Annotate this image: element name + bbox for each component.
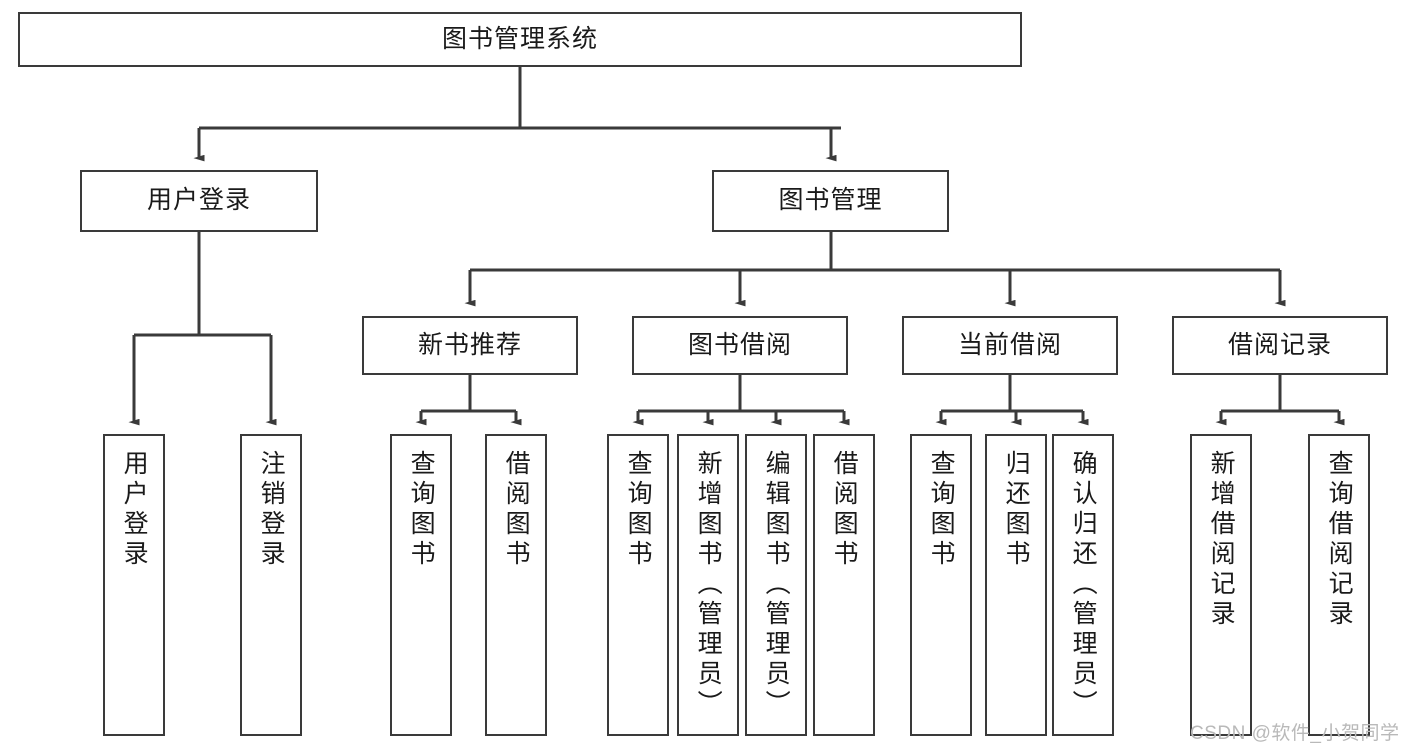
node-book-manage[interactable]: 图书管理 <box>712 170 949 232</box>
connector-lines <box>128 67 1345 426</box>
node-book-borrow-label: 图书借阅 <box>687 330 792 359</box>
node-user-login[interactable]: 用户登录 <box>80 170 318 232</box>
node-leaf-confirm-return-label: 确认归还（管理员） <box>1069 450 1098 720</box>
node-leaf-edit-book[interactable]: 编辑图书（管理员） <box>745 434 807 736</box>
node-leaf-borrow-book-2-label: 借阅图书 <box>830 450 859 570</box>
node-root[interactable]: 图书管理系统 <box>18 12 1022 67</box>
node-leaf-edit-book-label: 编辑图书（管理员） <box>762 450 791 720</box>
node-leaf-user-login-label: 用户登录 <box>120 450 149 570</box>
node-new-book-rec[interactable]: 新书推荐 <box>362 316 578 375</box>
node-current-borrow[interactable]: 当前借阅 <box>902 316 1118 375</box>
node-root-label: 图书管理系统 <box>441 24 598 53</box>
node-leaf-query-book-3[interactable]: 查询图书 <box>910 434 972 736</box>
node-leaf-borrow-book-1[interactable]: 借阅图书 <box>485 434 547 736</box>
node-leaf-query-book-2-label: 查询图书 <box>624 450 653 570</box>
node-leaf-add-record-label: 新增借阅记录 <box>1207 450 1236 630</box>
node-book-borrow[interactable]: 图书借阅 <box>632 316 848 375</box>
node-leaf-borrow-book-1-label: 借阅图书 <box>502 450 531 570</box>
node-leaf-user-logout-label: 注销登录 <box>257 450 286 570</box>
node-leaf-query-book-2[interactable]: 查询图书 <box>607 434 669 736</box>
csdn-watermark: CSDN @软件_小贺同学 <box>1190 723 1400 744</box>
node-leaf-query-book-1[interactable]: 查询图书 <box>390 434 452 736</box>
node-leaf-user-login[interactable]: 用户登录 <box>103 434 165 736</box>
node-leaf-query-record[interactable]: 查询借阅记录 <box>1308 434 1370 736</box>
node-leaf-query-book-3-label: 查询图书 <box>927 450 956 570</box>
node-leaf-query-record-label: 查询借阅记录 <box>1325 450 1354 630</box>
node-leaf-add-record[interactable]: 新增借阅记录 <box>1190 434 1252 736</box>
node-leaf-add-book-label: 新增图书（管理员） <box>694 450 723 720</box>
node-leaf-query-book-1-label: 查询图书 <box>407 450 436 570</box>
node-current-borrow-label: 当前借阅 <box>957 330 1062 359</box>
node-new-book-rec-label: 新书推荐 <box>417 330 522 359</box>
node-leaf-borrow-book-2[interactable]: 借阅图书 <box>813 434 875 736</box>
node-leaf-user-logout[interactable]: 注销登录 <box>240 434 302 736</box>
node-leaf-return-book-label: 归还图书 <box>1002 450 1031 570</box>
node-user-login-label: 用户登录 <box>146 186 251 215</box>
node-borrow-record[interactable]: 借阅记录 <box>1172 316 1388 375</box>
node-leaf-return-book[interactable]: 归还图书 <box>985 434 1047 736</box>
node-borrow-record-label: 借阅记录 <box>1227 330 1332 359</box>
node-leaf-confirm-return[interactable]: 确认归还（管理员） <box>1052 434 1114 736</box>
node-leaf-add-book[interactable]: 新增图书（管理员） <box>677 434 739 736</box>
node-book-manage-label: 图书管理 <box>778 186 883 215</box>
